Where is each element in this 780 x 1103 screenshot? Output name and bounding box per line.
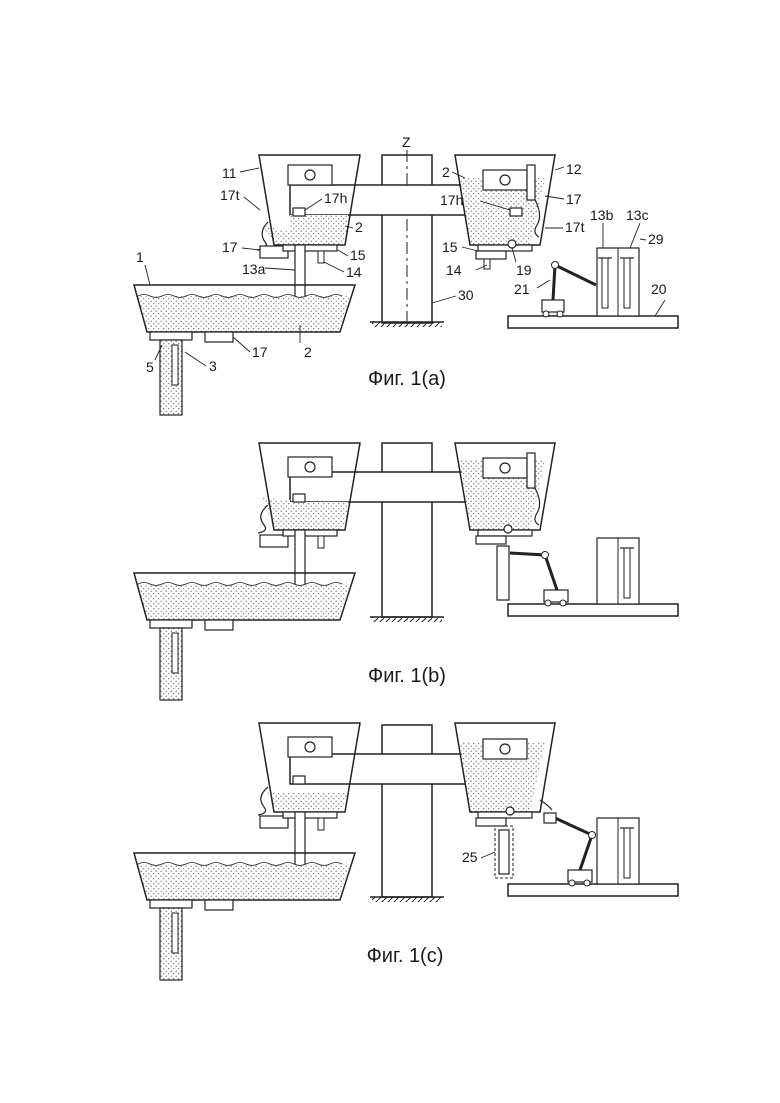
label-20: 20 [651, 281, 667, 297]
tundish-left [258, 723, 360, 870]
label-14-left: 14 [346, 264, 362, 280]
label-14-right: 14 [446, 262, 462, 278]
robot-table [508, 813, 678, 896]
label-13a: 13a [242, 261, 266, 277]
label-30: 30 [458, 287, 474, 303]
label-z: Z [402, 134, 411, 150]
tundish-left [257, 155, 360, 303]
label-5: 5 [146, 359, 154, 375]
tundish-right [455, 155, 555, 269]
label-13c: 13c [626, 207, 649, 223]
figure-1c: 25 Фиг. 1(c) [134, 723, 678, 980]
caption-1b: Фиг. 1(b) [368, 665, 446, 687]
label-11: 11 [222, 165, 237, 181]
label-12: 12 [566, 161, 582, 177]
turret-column [370, 725, 444, 902]
label-3: 3 [209, 358, 217, 374]
mold [134, 285, 355, 415]
label-17-mold: 17 [252, 344, 268, 360]
tundish-left [258, 443, 360, 592]
robot-table [508, 538, 678, 616]
label-1: 1 [136, 249, 144, 265]
figure-1b: Фиг. 1(b) [134, 443, 678, 700]
label-17h-left: 17h [324, 190, 347, 206]
label-17h-right: 17h [440, 192, 463, 208]
caption-1c: Фиг. 1(c) [367, 945, 444, 967]
label-2-mold: 2 [304, 344, 312, 360]
label-25: 25 [462, 849, 478, 865]
label-2-right: 2 [442, 164, 450, 180]
turret-column [370, 443, 444, 622]
label-13b: 13b [590, 207, 614, 223]
label-15-left: 15 [350, 247, 366, 263]
label-29: 29 [648, 231, 664, 247]
label-17t-left: 17t [220, 187, 240, 203]
label-17-left: 17 [222, 239, 238, 255]
label-19: 19 [516, 262, 532, 278]
label-17-right-upper: 17 [566, 191, 582, 207]
label-21: 21 [514, 281, 530, 297]
label-15-right: 15 [442, 239, 458, 255]
caption-1a: Фиг. 1(a) [368, 368, 446, 390]
leader-25 [481, 852, 495, 858]
label-2-left: 2 [355, 219, 363, 235]
mold [134, 853, 355, 980]
mold [134, 573, 355, 700]
turret-column [370, 150, 444, 327]
figure-1a: Z 11 12 2 17t 17h 17 17h 2 17t 13b 13c 2… [134, 134, 678, 415]
tundish-right [455, 443, 555, 600]
label-17t-right: 17t [565, 219, 585, 235]
